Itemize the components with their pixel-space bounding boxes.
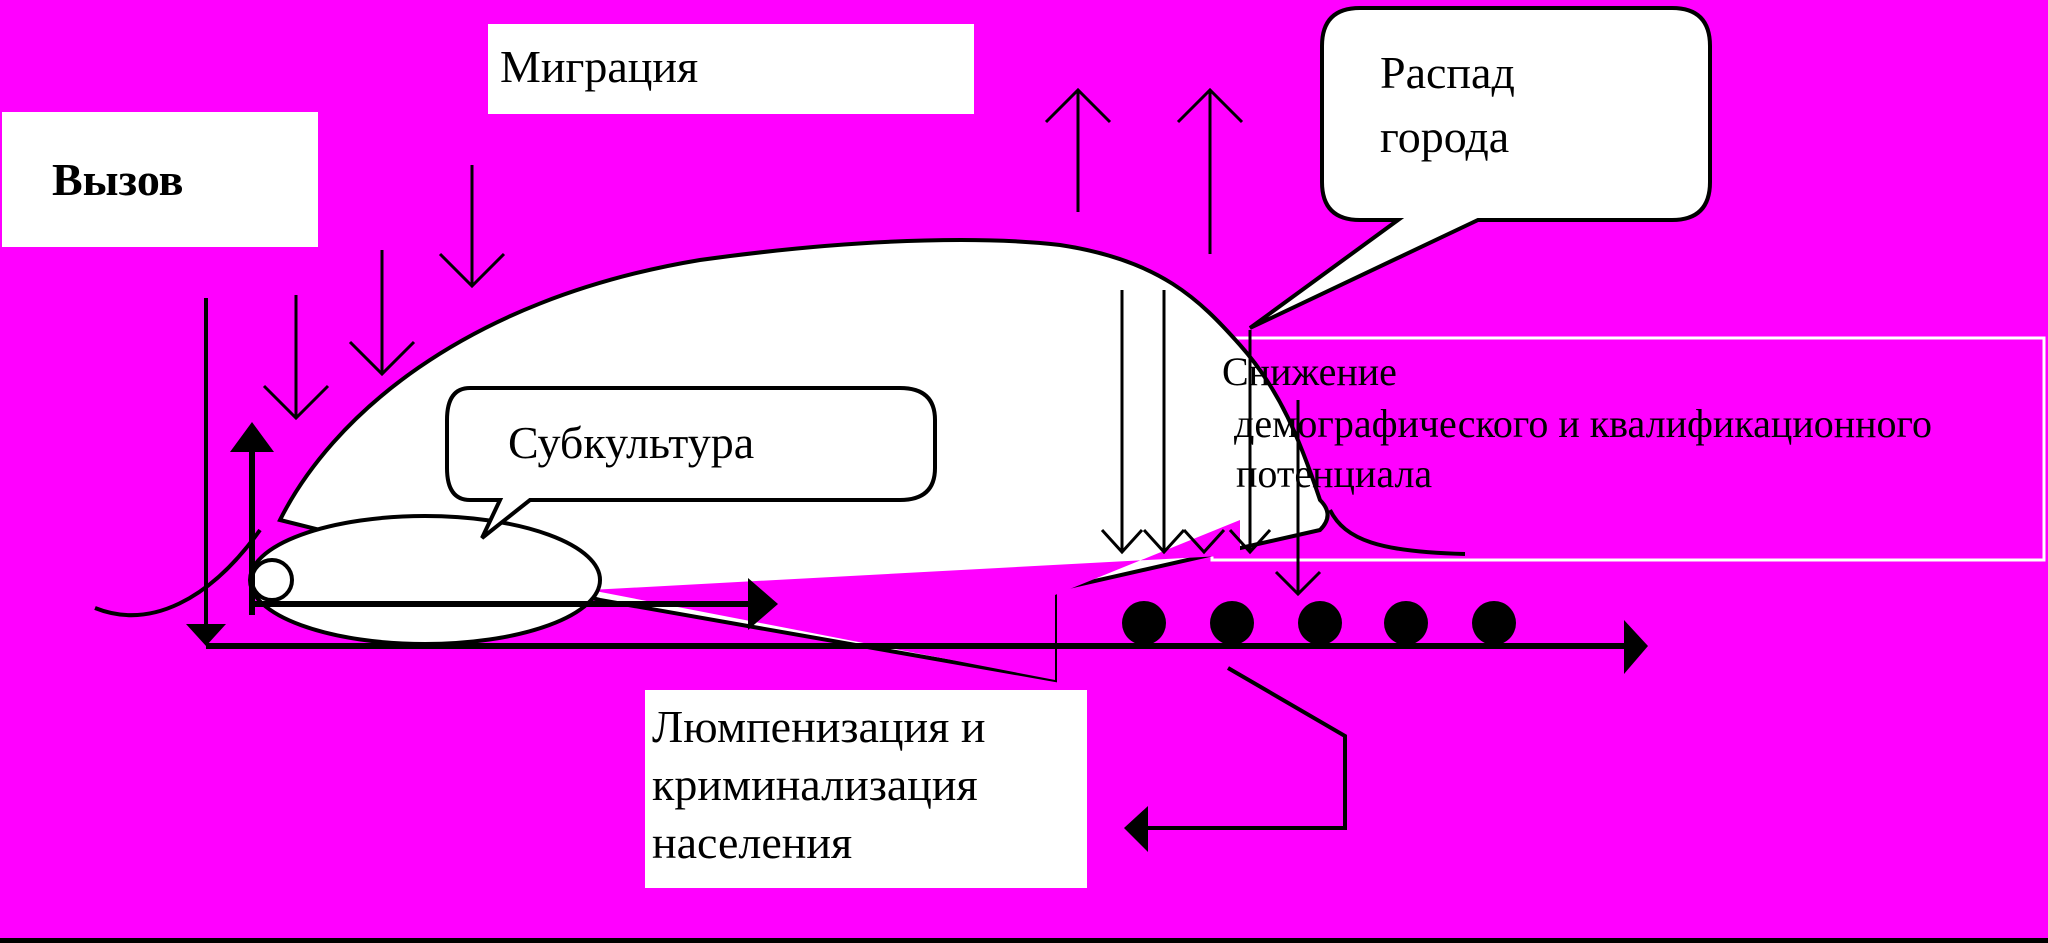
hump-tail-curve: [1328, 509, 1466, 556]
magenta-wedge: [590, 520, 1240, 680]
challenge-box: [2, 112, 318, 247]
dot-3: [1298, 601, 1342, 645]
decline-down-arrows: [1100, 290, 1322, 597]
subculture-oval: [248, 514, 602, 646]
lumpen-label-1: Люмпенизация и: [652, 701, 985, 752]
migration-box: [488, 24, 974, 114]
inner-horizontal-arrow: [252, 578, 778, 630]
city-decay-callout: [1248, 6, 1712, 330]
challenge-down-arrow: [186, 298, 226, 646]
subculture-label: Субкультура: [508, 417, 754, 468]
decline-box: [1210, 336, 2046, 562]
dot-2: [1210, 601, 1254, 645]
lumpen-label-3: населения: [652, 817, 852, 868]
challenge-label: Вызов: [52, 154, 184, 205]
decline-label-2: демографического и квалификационного: [1234, 401, 1932, 446]
vertical-axis-arrow: [230, 422, 274, 615]
city-decay-label-1: Распад: [1380, 47, 1515, 98]
left-rising-curve: [94, 528, 262, 618]
dot-4: [1384, 601, 1428, 645]
lumpen-box: [645, 690, 1087, 888]
city-decay-label-2: города: [1380, 111, 1509, 162]
out-migration-arrows: [1044, 87, 1244, 254]
migration-arrows: [262, 165, 506, 421]
decline-label-1: Снижение: [1222, 349, 1397, 394]
population-dots: [1122, 601, 1516, 645]
small-circle: [250, 558, 294, 602]
dot-1: [1122, 601, 1166, 645]
decline-label-3: потенциала: [1236, 451, 1432, 496]
lumpen-label-2: криминализация: [652, 759, 978, 810]
dot-5: [1472, 601, 1516, 645]
lumpen-connector-arrow: [1124, 666, 1347, 852]
main-horizontal-axis-arrow: [206, 620, 1648, 674]
subculture-callout: [445, 386, 937, 540]
migration-label: Миграция: [500, 41, 698, 92]
